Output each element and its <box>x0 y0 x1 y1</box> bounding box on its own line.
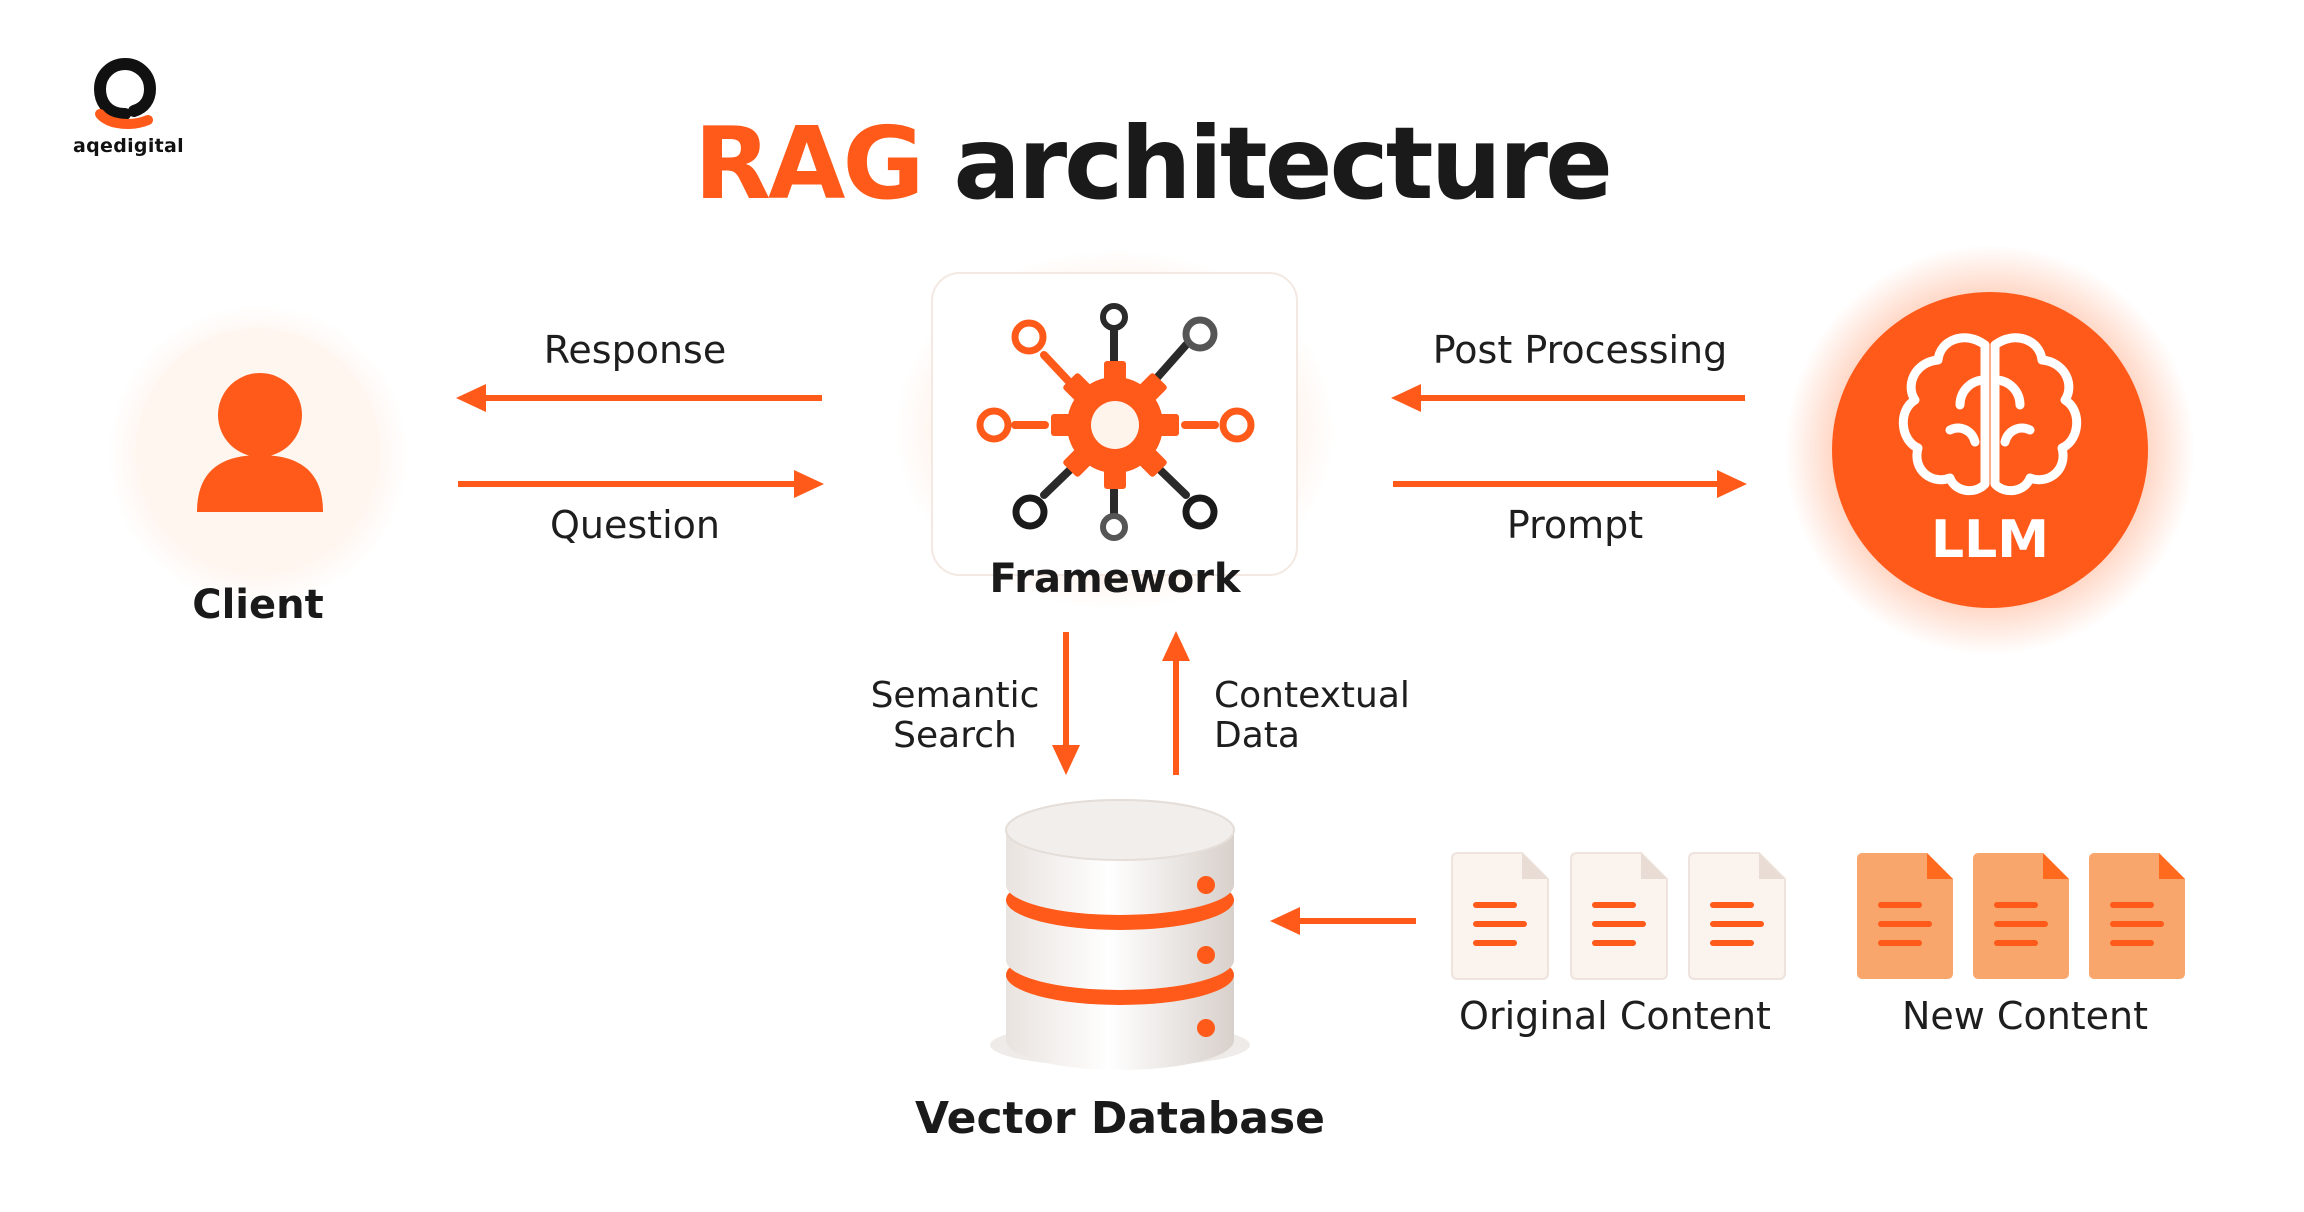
network-gear-icon <box>976 303 1255 541</box>
response-label: Response <box>543 328 727 372</box>
semantic-search-line1: Semantic <box>870 675 1040 716</box>
contextual-data-line1: Contextual <box>1214 675 1410 716</box>
llm-node <box>1785 245 2195 655</box>
framework-label: Framework <box>989 556 1241 602</box>
post-processing-arrow <box>1391 384 1745 412</box>
title-rest: architecture <box>953 105 1613 222</box>
post-processing-label: Post Processing <box>1432 328 1728 372</box>
page-title: RAG architecture <box>0 104 2304 224</box>
client-label: Client <box>192 582 324 628</box>
contextual-data-line2: Data <box>1214 714 1300 756</box>
semantic-search-label: Semantic Search <box>850 676 1060 755</box>
brain-icon <box>1898 333 2082 496</box>
new-content-label: New Content <box>1901 994 2149 1038</box>
document-icon <box>1570 852 1668 980</box>
question-label: Question <box>550 503 720 547</box>
document-icon <box>1451 852 1549 980</box>
contextual-data-arrow <box>1162 631 1190 775</box>
title-accent: RAG <box>694 105 924 222</box>
prompt-label: Prompt <box>1506 503 1644 547</box>
document-icon <box>1973 853 2069 979</box>
contextual-data-label: Contextual Data <box>1214 676 1454 755</box>
prompt-arrow <box>1393 470 1747 498</box>
semantic-search-line2: Search <box>893 714 1017 756</box>
document-icon <box>1857 853 1953 979</box>
document-icon <box>1688 852 1786 980</box>
original-content-label: Original Content <box>1459 994 1771 1038</box>
ingest-arrow <box>1270 907 1416 935</box>
document-icon <box>2089 853 2185 979</box>
original-content-docs <box>1451 852 1786 980</box>
logo-text: aqedigital <box>73 135 184 157</box>
database-icon <box>990 799 1250 1070</box>
aqe-logo-mark <box>93 57 157 129</box>
response-arrow <box>456 384 822 412</box>
semantic-search-arrow <box>1052 632 1080 775</box>
user-icon <box>197 373 323 512</box>
new-content-docs <box>1857 853 2185 979</box>
llm-label: LLM <box>1931 510 2049 570</box>
framework-node <box>895 250 1335 610</box>
vector-database-label: Vector Database <box>914 1093 1325 1144</box>
client-node <box>108 305 408 605</box>
question-arrow <box>458 470 824 498</box>
